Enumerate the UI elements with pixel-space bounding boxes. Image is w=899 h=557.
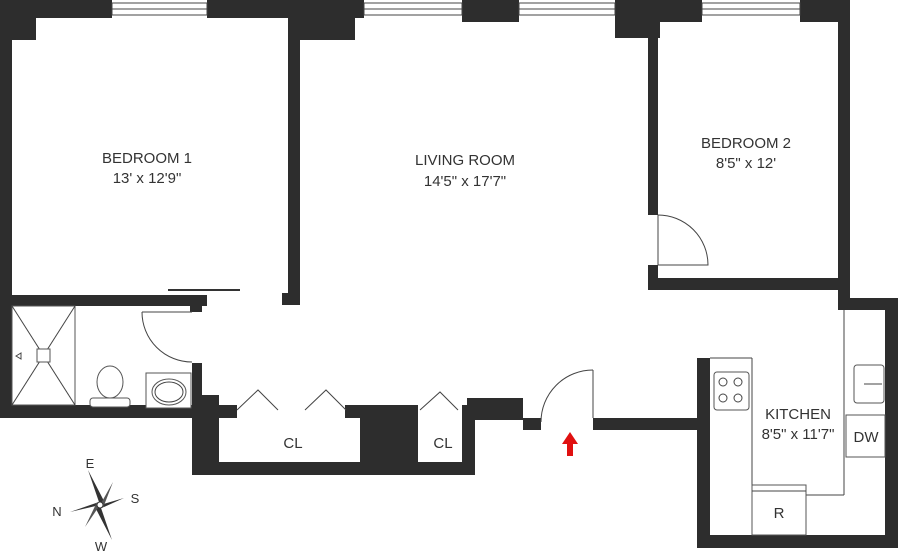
- living-room-size: 14'5" x 17'7": [424, 173, 506, 190]
- compass-rose-icon: E S W N: [52, 456, 139, 554]
- compass-west: W: [95, 539, 108, 554]
- toilet: [96, 365, 124, 399]
- refrigerator: [751, 484, 807, 536]
- entry-arrow-icon: [562, 432, 578, 456]
- bedroom2-name: BEDROOM 2: [701, 135, 791, 152]
- kitchen-fixtures: [710, 310, 886, 536]
- refrigerator-label: R: [774, 505, 785, 522]
- compass-south: S: [131, 491, 140, 506]
- dishwasher-label: DW: [854, 429, 880, 446]
- kitchen-size: 8'5" x 11'7": [762, 426, 835, 443]
- kitchen-name: KITCHEN: [765, 406, 831, 423]
- compass-north: N: [52, 504, 61, 519]
- living-room-name: LIVING ROOM: [415, 152, 515, 169]
- closet1-label: CL: [283, 435, 302, 452]
- windows: [111, 2, 801, 16]
- closet2-label: CL: [433, 435, 452, 452]
- stove: [713, 371, 750, 411]
- bedroom2-size: 8'5" x 12': [716, 155, 776, 172]
- shower-head-icon: [15, 352, 22, 360]
- bedroom1-name: BEDROOM 1: [102, 150, 192, 167]
- bathroom-fixtures: [11, 305, 192, 409]
- doors: [141, 214, 709, 423]
- dishwasher: [845, 414, 886, 458]
- bedroom1-size: 13' x 12'9": [113, 170, 182, 187]
- compass-east: E: [86, 456, 95, 471]
